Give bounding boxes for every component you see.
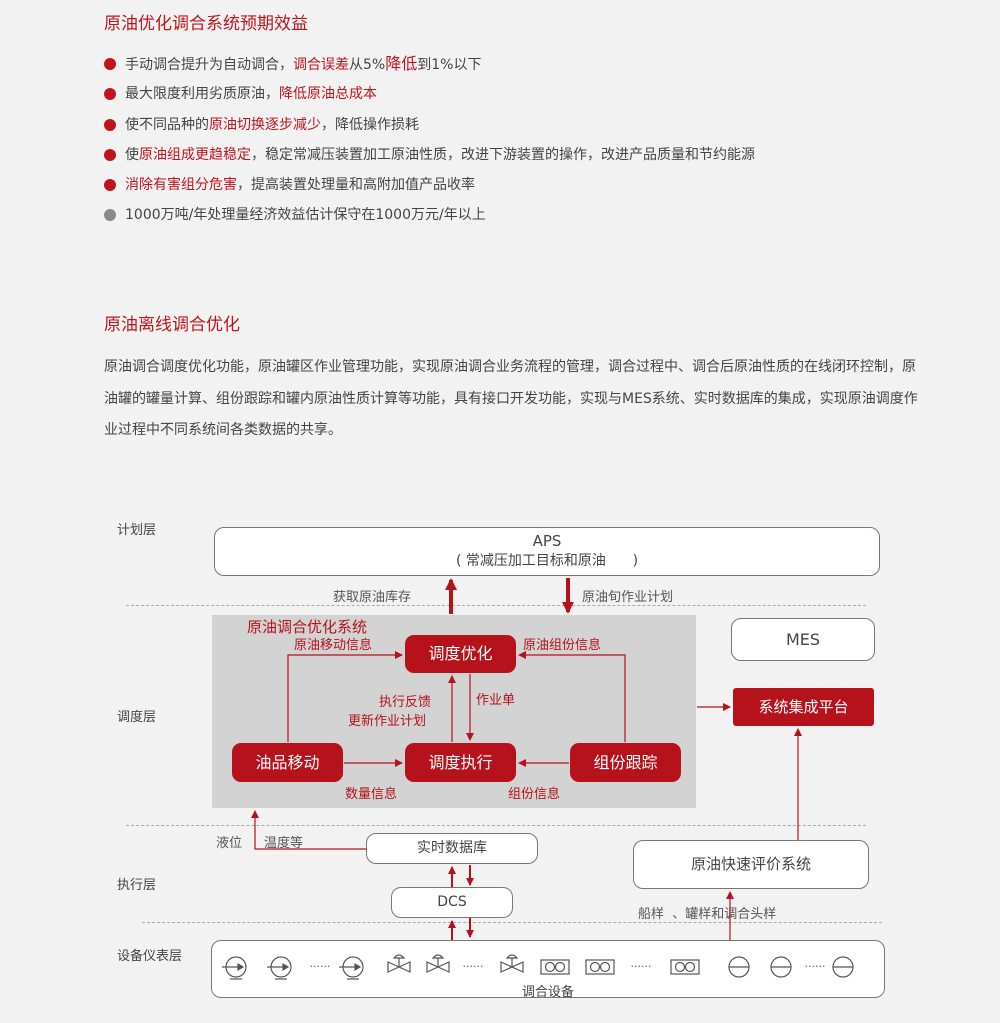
benefit-text: 使不同品种的 <box>125 116 209 133</box>
section-title-benefits: 原油优化调合系统预期效益 <box>104 14 308 34</box>
aps-box: APS ( 常减压加工目标和原油 ) <box>214 527 880 576</box>
benefit-text: 手动调合提升为自动调合， <box>125 57 293 73</box>
flowmeter-icon <box>585 959 615 975</box>
valve-icon <box>387 954 411 973</box>
bullet-dot-icon <box>104 148 116 161</box>
bullet-dot-icon <box>104 209 116 222</box>
equipment-box: ······ ······ ······ ······ 调合设备 <box>211 940 885 1000</box>
flowmeter-icon <box>670 959 700 975</box>
benefit-text: ，降低操作损耗 <box>321 116 419 133</box>
node-schedule-optimize: 调度优化 <box>405 635 516 673</box>
benefit-highlight: 调合误差 <box>293 57 349 73</box>
benefit-text: 1000万吨/年处理量经济效益估计保守在1000万元/年以上 <box>125 207 486 224</box>
valve-icon <box>426 954 450 973</box>
aps-subtitle: ( 常减压加工目标和原油 ) <box>455 553 639 569</box>
layer-label-schedule: 调度层 <box>117 710 157 725</box>
label-samples: 船样 、罐样和调合头样 <box>638 907 777 922</box>
bullet-dot-icon <box>104 179 116 192</box>
benefit-text: ，提高装置处理量和高附加值产品收率 <box>237 177 475 194</box>
ellipsis-icon: ······ <box>310 960 331 973</box>
benefit-item: 消除有害组分危害，提高装置处理量和高附加值产品收率 <box>104 174 755 204</box>
bullet-dot-icon <box>104 88 116 101</box>
divider-plan <box>126 605 866 606</box>
node-oil-movement: 油品移动 <box>232 743 343 782</box>
integration-platform: 系统集成平台 <box>733 688 874 726</box>
benefit-item: 1000万吨/年处理量经济效益估计保守在1000万元/年以上 <box>104 204 755 234</box>
svg-text:······: ······ <box>310 960 331 973</box>
layer-label-plan: 计划层 <box>117 523 157 538</box>
label-work-order: 作业单 <box>476 693 516 708</box>
bullet-dot-icon <box>104 118 116 131</box>
benefit-highlight: 原油切换逐步减少 <box>209 116 321 133</box>
benefit-text: 使 <box>125 146 139 163</box>
pump-icon <box>267 956 292 980</box>
offline-description: 原油调合调度优化功能，原油罐区作业管理功能，实现原油调合业务流程的管理，调合过程… <box>104 359 918 438</box>
label-level: 液位 <box>216 836 243 851</box>
analyzer-icon <box>728 956 750 978</box>
node-schedule-execute: 调度执行 <box>405 743 516 782</box>
equipment-caption: 调合设备 <box>521 985 574 1000</box>
benefit-text: ，稳定常减压装置加工原油性质，改进下游装置的操作，改进产品质量和节约能源 <box>251 146 755 163</box>
analyzer-icon <box>832 956 854 978</box>
realtime-db-box: 实时数据库 <box>366 833 538 864</box>
section-title-offline: 原油离线调合优化 <box>104 315 240 335</box>
label-qty-info: 数量信息 <box>345 787 398 802</box>
system-title: 原油调合优化系统 <box>247 618 368 636</box>
equipment-icons: ······ ······ ······ ······ <box>222 954 854 980</box>
label-comp-info-bottom: 组份信息 <box>508 787 561 802</box>
aps-title: APS <box>532 532 562 550</box>
layer-label-exec: 执行层 <box>117 878 157 893</box>
label-update-plan: 更新作业计划 <box>348 714 427 729</box>
divider-exec <box>142 922 882 923</box>
benefit-highlight: 降低原油总成本 <box>279 86 377 103</box>
benefit-highlight: 消除有害组分危害 <box>125 177 237 194</box>
quick-eval-box: 原油快速评价系统 <box>633 840 869 889</box>
benefit-item: 最大限度利用劣质原油，降低原油总成本 <box>104 83 755 113</box>
mes-box: MES <box>731 618 875 661</box>
benefit-item: 使不同品种的原油切换逐步减少，降低操作损耗 <box>104 114 755 144</box>
benefit-item: 使原油组成更趋稳定，稳定常减压装置加工原油性质，改进下游装置的操作，改进产品质量… <box>104 144 755 174</box>
svg-text:······: ······ <box>631 960 652 973</box>
bullet-dot-icon <box>104 58 116 70</box>
valve-icon <box>500 954 524 973</box>
benefit-text: 最大限度利用劣质原油， <box>125 86 279 103</box>
benefit-text: 到1%以下 <box>417 57 482 73</box>
layer-label-equip: 设备仪表层 <box>117 949 183 964</box>
benefit-highlight: 降低 <box>385 54 418 73</box>
svg-text:······: ······ <box>463 960 484 973</box>
dcs-box: DCS <box>391 887 513 918</box>
pump-icon <box>222 956 247 980</box>
benefits-list: 手动调合提升为自动调合，调合误差从5%降低到1%以下最大限度利用劣质原油，降低原… <box>104 53 755 235</box>
pump-icon <box>339 956 364 980</box>
label-get-stock: 获取原油库存 <box>333 590 412 605</box>
ellipsis-icon: ······ <box>805 960 826 973</box>
label-plan-10day: 原油旬作业计划 <box>582 590 674 605</box>
label-comp-info-top: 原油组份信息 <box>523 638 602 653</box>
divider-schedule <box>126 825 866 826</box>
label-feedback: 执行反馈 <box>379 695 432 710</box>
ellipsis-icon: ······ <box>631 960 652 973</box>
svg-text:······: ······ <box>805 960 826 973</box>
benefit-item: 手动调合提升为自动调合，调合误差从5%降低到1%以下 <box>104 53 755 83</box>
ellipsis-icon: ······ <box>463 960 484 973</box>
label-move-info: 原油移动信息 <box>294 638 373 653</box>
analyzer-icon <box>770 956 792 978</box>
flowmeter-icon <box>540 959 570 975</box>
benefit-text: 从5% <box>349 57 386 73</box>
label-temperature: 温度等 <box>264 836 304 851</box>
node-component-tracking: 组份跟踪 <box>570 743 681 782</box>
benefit-highlight: 原油组成更趋稳定 <box>139 146 251 163</box>
